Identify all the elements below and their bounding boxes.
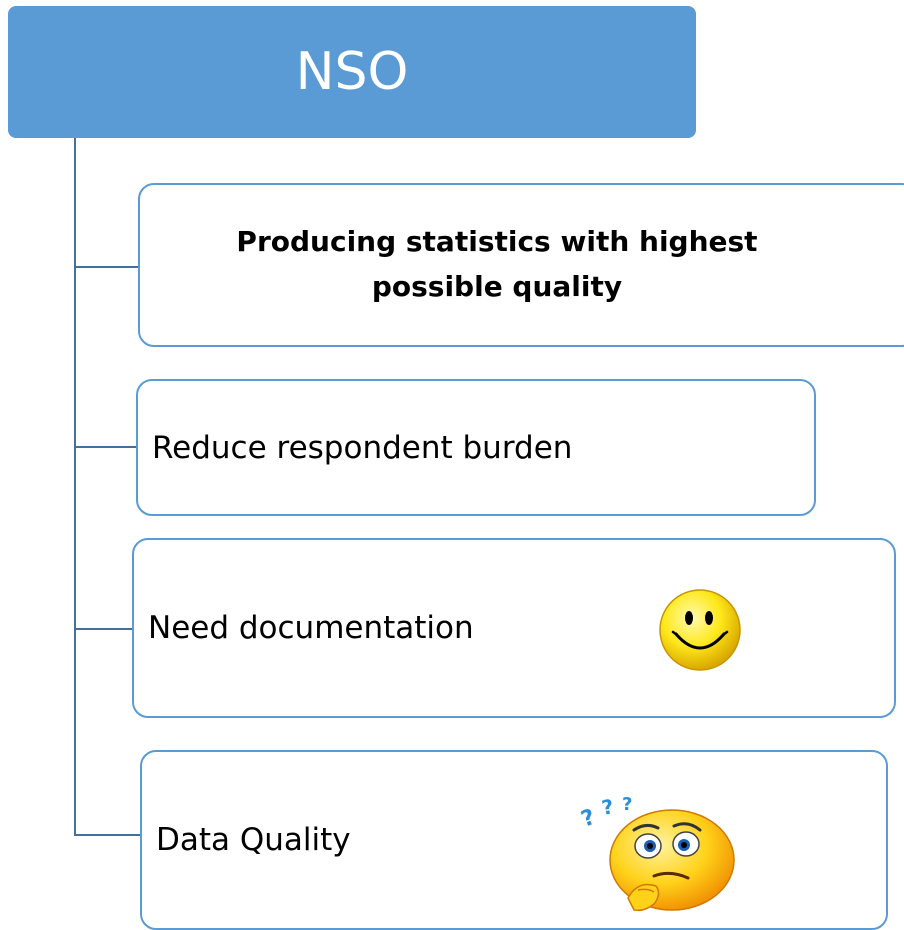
node-data-quality: Data Quality <box>140 750 888 930</box>
node-producing-statistics: Producing statistics with highest possib… <box>138 183 904 347</box>
node-4-label: Data Quality <box>156 822 351 858</box>
node-2-label: Reduce respondent burden <box>152 429 573 466</box>
hierarchy-connector-vertical <box>74 138 76 834</box>
svg-text:?: ? <box>622 794 632 815</box>
node-3-label: Need documentation <box>148 610 474 646</box>
root-node-nso: NSO <box>8 6 696 138</box>
node-need-documentation: Need documentation <box>132 538 896 718</box>
connector-to-item-1 <box>74 266 138 268</box>
smiley-icon <box>659 589 741 671</box>
node-reduce-respondent-burden: Reduce respondent burden <box>136 379 816 516</box>
svg-text:?: ? <box>600 794 616 820</box>
thinking-face-icon: ? ? ? <box>578 794 735 912</box>
connector-to-item-4 <box>74 834 140 836</box>
node-1-label-line-1: Producing statistics with highest <box>236 225 758 259</box>
connector-to-item-2 <box>74 446 136 448</box>
connector-to-item-3 <box>74 628 132 630</box>
node-1-label-line-2: possible quality <box>371 270 623 303</box>
root-node-label: NSO <box>295 42 409 102</box>
svg-text:?: ? <box>578 805 599 833</box>
